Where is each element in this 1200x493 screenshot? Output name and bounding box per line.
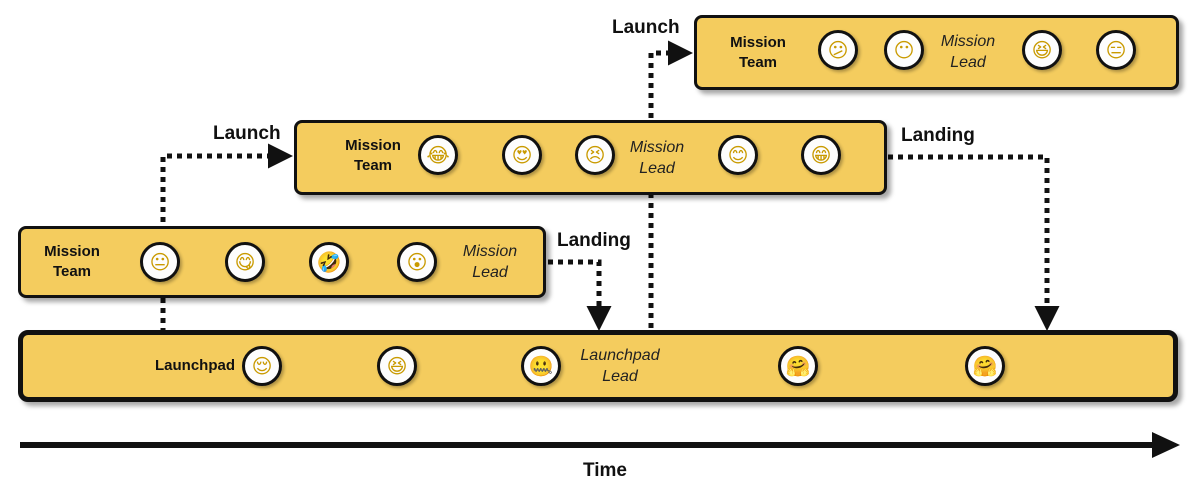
emoji-icon-top-4: 😑	[1096, 30, 1136, 70]
team-label-middle: Mission Team	[345, 137, 401, 174]
launchpad-label: Launchpad	[154, 357, 235, 374]
mission-bar-lower	[18, 226, 546, 298]
emoji-icon-lower-4: 😮	[397, 242, 437, 282]
emoji-icon-lower-1: 😐	[140, 242, 180, 282]
emoji-icon-launchpad-3: 🤐	[521, 346, 561, 386]
landing-label-middle: Landing	[901, 125, 975, 146]
emoji-icon-launchpad-2: 😆	[377, 346, 417, 386]
launch-connector-top	[648, 40, 693, 328]
landing-label-lower: Landing	[557, 230, 631, 251]
time-axis-label: Time	[583, 460, 628, 481]
emoji-icon-launchpad-4: 🤗	[778, 346, 818, 386]
lead-label-top: Mission Lead	[940, 33, 996, 71]
emoji-icon-launchpad-5: 🤗	[965, 346, 1005, 386]
emoji-icon-top-2: 😶	[884, 30, 924, 70]
emoji-icon-lower-2: 😋	[225, 242, 265, 282]
emoji-icon-launchpad-1: 😌	[242, 346, 282, 386]
emoji-icon-middle-3: 😣	[575, 135, 615, 175]
emoji-icon-middle-4: 😊	[718, 135, 758, 175]
launchpad-lead-label: Launchpad Lead	[580, 347, 660, 385]
landing-connector-middle	[888, 154, 1060, 331]
emoji-icon-top-1: 😕	[818, 30, 858, 70]
landing-connector-lower	[548, 259, 612, 331]
lead-label-middle: Mission Lead	[629, 139, 685, 177]
emoji-icon-middle-1: 😂	[418, 135, 458, 175]
emoji-icon-top-3: 😆	[1022, 30, 1062, 70]
launch-connector-middle	[160, 143, 293, 222]
emoji-icon-middle-2: 😍	[502, 135, 542, 175]
launch-label-middle: Launch	[213, 123, 281, 144]
launch-label-top: Launch	[612, 17, 680, 38]
team-label-top: Mission Team	[730, 34, 786, 71]
time-axis-arrowhead	[1152, 432, 1180, 458]
emoji-icon-middle-5: 😁	[801, 135, 841, 175]
lead-label-lower: Mission Lead	[462, 243, 518, 281]
team-label-lower: Mission Team	[44, 243, 100, 280]
emoji-icon-lower-3: 🤣	[309, 242, 349, 282]
